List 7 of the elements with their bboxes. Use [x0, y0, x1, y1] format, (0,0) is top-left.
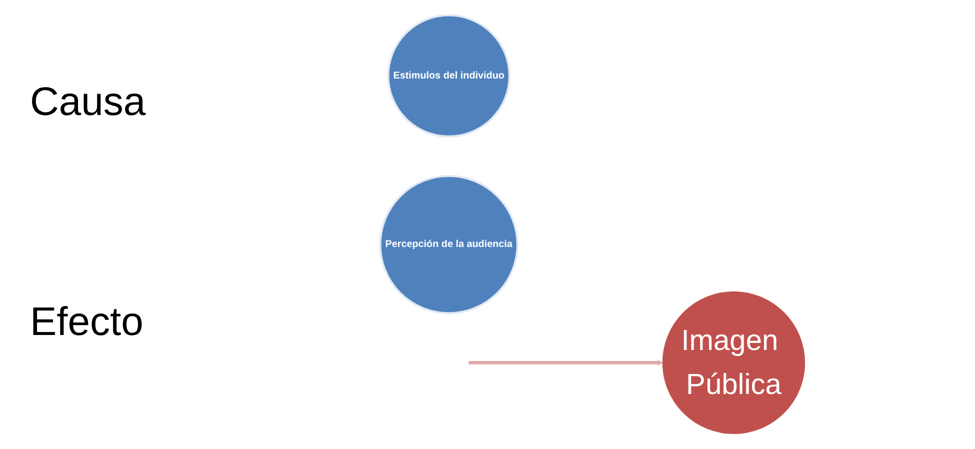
node-circle: [662, 291, 806, 434]
label-text: Causa: [30, 80, 146, 125]
diagram: Estimulos del individuo Percepción de la audiencia Imagen Pública: [220, 10, 965, 439]
node-circle: [387, 14, 510, 138]
label-text: Efecto: [30, 300, 144, 345]
node-circle: [379, 175, 518, 314]
arrow: [468, 360, 663, 366]
